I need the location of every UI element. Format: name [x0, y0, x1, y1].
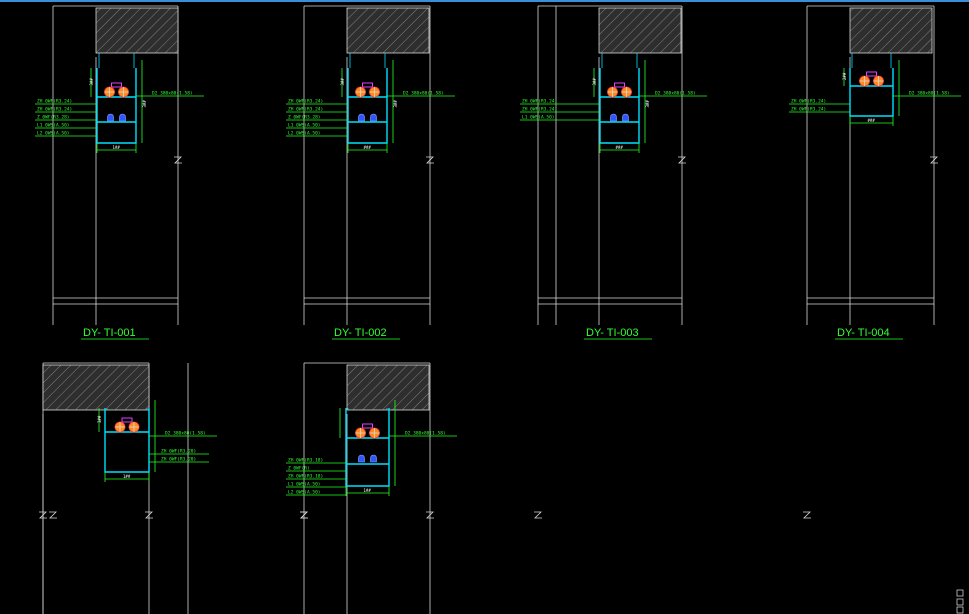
cable-spec-label: Z 0WF(R)	[288, 466, 310, 472]
tray-spec-label: D2 380x80(1.58)	[909, 91, 950, 97]
cable-spec-label: L2 0WS(A.50)	[37, 131, 70, 137]
section-s4: ### 2## D2 380x80(1.58) ZH 0WF(R3.24) ZH 0WF…	[789, 5, 961, 519]
cable-tray-body	[345, 408, 390, 487]
cable-spec-label: L1 0WS(A.50)	[522, 115, 555, 121]
break-symbol	[174, 156, 182, 164]
dimension-width-text: ###	[364, 145, 372, 150]
break-symbol	[426, 511, 434, 519]
section-s1: 1## 3## 3## D2 380x80(1.58) ZH 0WF(R3.24) ZH …	[35, 5, 204, 519]
cable-spec-label: ZH 0WF(R3.24)	[522, 99, 557, 105]
section-s5: 1## 3## D2 380x80(1.58) ZH 0WF(R3.20) ZH 0WF…	[39, 362, 217, 614]
break-symbol	[803, 511, 811, 519]
cable-tag-icon	[866, 71, 877, 77]
signal-conduit-icon	[119, 113, 126, 122]
signal-conduit-icon	[370, 113, 377, 122]
cable-tag-icon	[362, 423, 373, 429]
dimension-height-text: 3##	[340, 78, 345, 86]
signal-conduit-icon	[107, 113, 114, 122]
tray-spec-label: D2 380x80(1.58)	[405, 431, 446, 437]
cable-spec-label: ZH 0WF(R3.24)	[522, 107, 557, 113]
cable-tag-icon	[111, 82, 122, 88]
cable-tray-body	[104, 408, 150, 473]
cable-spec-label: ZH 0WF(R3.24)	[288, 107, 323, 113]
tray-spec-label: D2 380x80(1.58)	[403, 91, 444, 97]
dimension-width-text: ###	[868, 118, 876, 123]
dimension-height-text: 2##	[842, 72, 847, 80]
dimension-height-text: 3##	[89, 78, 94, 86]
dimension-height-text: 3##	[592, 78, 597, 86]
concrete-slab	[598, 7, 682, 54]
break-symbol	[678, 156, 686, 164]
cable-spec-label: ZH 0WF(R3.18)	[288, 474, 323, 480]
section-s3: ### 3## 3## D2 380x80(1.58) ZH 0WF(R3.24) ZH …	[520, 5, 707, 519]
concrete-slab	[849, 7, 933, 54]
cable-spec-label: ZH 0WF(R3.24)	[791, 107, 826, 113]
cable-spec-label: ZH 0WF(R3.24)	[37, 99, 72, 105]
section-title: DY- TI-001	[83, 327, 136, 339]
signal-conduit-icon	[358, 454, 365, 463]
section-s2: ### 3## 3## D2 380x80(1.58) ZH 0WF(R3.24) ZH …	[286, 5, 455, 519]
cable-spec-label: ZH 0WF(R3.24)	[288, 99, 323, 105]
cable-spec-label: ZH 0WF(R3.24)	[37, 107, 72, 113]
dimension-total-text: 3##	[645, 100, 650, 108]
cable-spec-label: ZH 0WF(R3.24)	[791, 99, 826, 105]
cable-tag-icon	[362, 82, 373, 88]
signal-conduit-icon	[358, 113, 365, 122]
tray-spec-label: D2 380x80(1.58)	[152, 91, 193, 97]
cable-tray-body	[599, 68, 640, 144]
dimension-width-text: 1##	[123, 474, 131, 479]
concrete-slab	[346, 7, 430, 54]
cable-spec-label: Z 0WF(R3.28)	[37, 115, 70, 121]
cable-spec-label: L2 0WS(A.50)	[288, 131, 321, 137]
break-symbol	[39, 511, 47, 519]
concrete-slab	[346, 364, 430, 411]
dimension-width-text: 1##	[113, 145, 121, 150]
break-symbol	[426, 156, 434, 164]
cable-tray-body	[96, 68, 137, 144]
cable-spec-label: L1 0WS(A.50)	[37, 123, 70, 129]
cable-tray-body	[347, 68, 388, 144]
section-s6: 1## D2 380x80(1.58) ZH 0WF(R3.18) Z 0WF(R) Z…	[286, 362, 457, 614]
tray-spec-label: D2 380x80(1.58)	[655, 91, 696, 97]
cable-tray-body	[849, 68, 894, 117]
tray-spec-label: D2 380x80(1.58)	[165, 431, 206, 437]
dimension-total-text: 3##	[393, 100, 398, 108]
dimension-total-text: 3##	[142, 100, 147, 108]
section-title: DY- TI-003	[586, 327, 639, 339]
cable-tag-icon	[614, 82, 625, 88]
dimension-height-text: 3##	[97, 415, 102, 423]
break-symbol	[49, 511, 57, 519]
ucs-icon	[956, 589, 964, 614]
signal-conduit-icon	[622, 113, 629, 122]
cable-spec-label: ZH 0WF(R3.20)	[161, 457, 196, 463]
signal-conduit-icon	[370, 454, 377, 463]
concrete-slab	[95, 7, 179, 54]
break-symbol	[930, 156, 938, 164]
sections-layer: 1## 3## 3## D2 380x80(1.58) ZH 0WF(R3.24) ZH …	[35, 5, 961, 614]
section-title: DY- TI-002	[334, 327, 387, 339]
cable-spec-label: ZH 0WF(R3.18)	[288, 458, 323, 464]
cable-spec-label: ZH 0WF(R3.20)	[161, 449, 196, 455]
dimension-width-text: 1##	[364, 488, 372, 493]
break-symbol	[534, 511, 542, 519]
cable-spec-label: L1 0WS(A.50)	[288, 123, 321, 129]
cable-spec-label: Z 0WF(R3.28)	[288, 115, 321, 121]
dimension-width-text: ###	[616, 145, 624, 150]
cable-tag-icon	[121, 417, 133, 423]
concrete-slab	[42, 364, 150, 411]
cable-spec-label: L2 0WS(A.50)	[288, 490, 321, 496]
break-symbol	[300, 511, 308, 519]
break-symbol	[145, 511, 153, 519]
cable-spec-label: L1 0WS(A.50)	[288, 482, 321, 488]
section-title: DY- TI-004	[837, 327, 890, 339]
signal-conduit-icon	[610, 113, 617, 122]
